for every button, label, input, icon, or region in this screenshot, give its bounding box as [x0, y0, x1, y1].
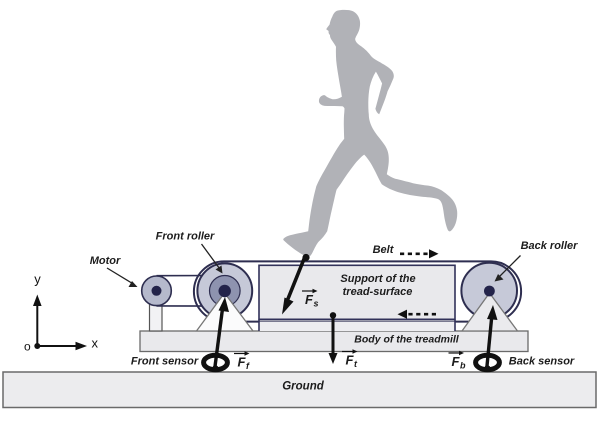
svg-text:F: F — [346, 353, 355, 368]
svg-text:Ground: Ground — [282, 381, 324, 393]
svg-text:Back roller: Back roller — [521, 240, 579, 252]
svg-text:tread-surface: tread-surface — [343, 286, 413, 298]
svg-text:Front sensor: Front sensor — [131, 356, 199, 368]
svg-text:Belt: Belt — [373, 244, 395, 256]
svg-text:Body of the treadmill: Body of the treadmill — [354, 334, 460, 346]
svg-text:Back sensor: Back sensor — [509, 356, 575, 368]
svg-text:x: x — [92, 336, 99, 351]
svg-text:o: o — [24, 340, 31, 354]
svg-text:F: F — [305, 292, 314, 307]
svg-text:t: t — [354, 359, 358, 369]
svg-text:s: s — [314, 299, 319, 309]
svg-text:Motor: Motor — [90, 255, 121, 267]
svg-text:Front roller: Front roller — [156, 231, 215, 243]
svg-text:F: F — [452, 354, 461, 369]
svg-text:f: f — [246, 361, 250, 371]
svg-text:Support of the: Support of the — [340, 273, 415, 285]
svg-text:y: y — [34, 272, 41, 287]
svg-text:F: F — [238, 355, 247, 370]
svg-text:b: b — [460, 361, 466, 371]
